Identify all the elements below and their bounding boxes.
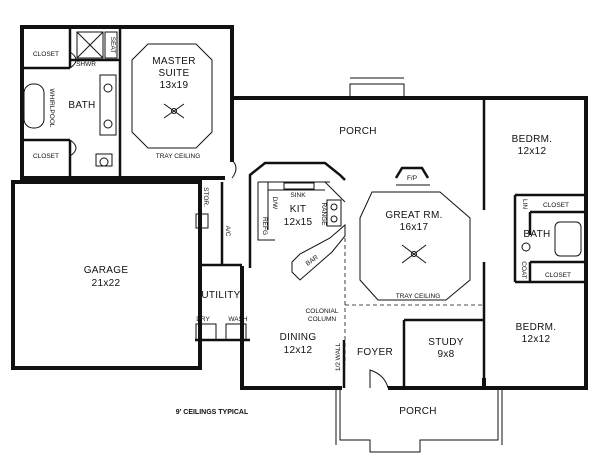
tray-ceiling-master-label: TRAY CEILING [156,153,201,160]
ac-label: A/C [224,226,231,237]
garage-label: GARAGE [84,265,129,276]
bedroom-1-size: 12x12 [518,146,547,157]
master-suite-label-2: SUITE [159,68,190,79]
bedroom-2-size: 12x12 [522,334,551,345]
dining-label: DINING [280,332,317,343]
dry-label: DRY [196,316,210,323]
dining-size: 12x12 [284,345,313,356]
fp-label: F/P [407,175,417,182]
closet-label-bed2: CLOSET [545,272,571,279]
great-room-size: 16x17 [400,222,429,233]
bath-fixtures [23,74,531,252]
master-suite-label: MASTER [152,56,195,67]
study-size: 9x8 [437,349,454,360]
half-wall-label: 1/2 WALL [335,342,342,371]
tray-ceilings [131,43,471,301]
foyer-label: FOYER [357,347,393,358]
kitchen-label: KIT [290,204,306,215]
porch-top-label: PORCH [339,126,377,137]
closet-label-master-bottom: CLOSET [33,153,59,160]
whirlpool-label: WHIRLPOOL [48,88,55,127]
porch-bottom-label: PORCH [399,406,437,417]
bar-label: BAR [305,254,320,268]
bedroom-2-label: BEDRM. [516,322,557,333]
coat-label: COAT [520,261,527,279]
porches [232,77,503,453]
refg-label: REFG [261,217,268,235]
garage-size: 21x22 [92,278,121,289]
tray-ceiling-great-label: TRAY CEILING [396,293,441,300]
bath-2-label: BATH [523,229,550,240]
kitchen-size: 12x15 [284,217,313,228]
range-label: RANGE [320,202,327,226]
interior-walls [22,27,586,388]
colonial-column-label-2: COLUMN [308,316,336,323]
dw-label: D/W [271,197,278,211]
bath-label-master: BATH [68,100,95,111]
master-suite-size: 13x19 [160,80,189,91]
sink-label: SINK [290,192,306,199]
study-label: STUDY [428,337,463,348]
closet-label-bed1: CLOSET [543,202,569,209]
colonial-column-label: COLONIAL [306,308,339,315]
closet-label-master-top: CLOSET [33,51,59,58]
utility-label: UTILITY [201,290,240,301]
ceilings-note: 9' CEILINGS TYPICAL [176,409,249,416]
doors [69,51,389,389]
wash-label: WASH [228,316,248,323]
shower-label: SHWR [76,61,96,68]
bedroom-1-label: BEDRM. [512,134,553,145]
linen-label: LIN [521,199,528,209]
storage-label: STOR. [202,187,209,207]
room-labels: CLOSET CLOSET BATH WHIRLPOOL SHWR SEAT M… [33,37,571,417]
seat-label: SEAT [109,37,116,54]
great-room-label: GREAT RM. [385,210,442,221]
